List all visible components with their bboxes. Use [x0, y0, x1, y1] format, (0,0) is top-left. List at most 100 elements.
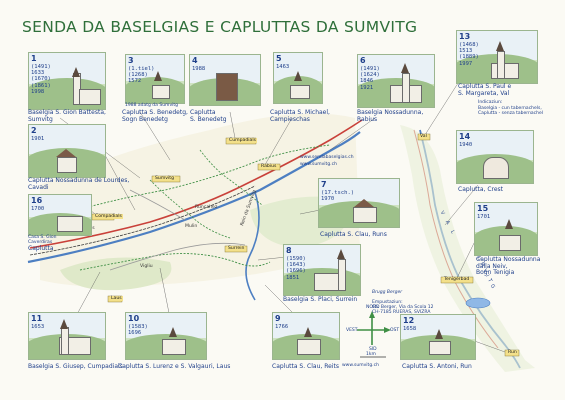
- site-card-12[interactable]: 12 1658: [400, 314, 476, 360]
- rail-line: [29, 185, 256, 256]
- site-caption-7: Caplutta S. Clau, Runs: [320, 231, 387, 238]
- label-compadials: Compadials: [94, 214, 123, 219]
- site-number: 3: [128, 56, 134, 65]
- compass-south: SID: [369, 347, 377, 352]
- site-number: 11: [31, 314, 43, 323]
- site-card-11[interactable]: 11 1653: [28, 312, 106, 360]
- site-number: 13: [459, 32, 471, 41]
- site-card-13[interactable]: 13 (1468) 1513 (1889) 1997: [456, 30, 538, 84]
- note-line-1: Baselgia - cun tabernachels,: [478, 106, 542, 111]
- leader-4: [229, 111, 236, 139]
- note-label: Indicaziun:: [478, 100, 503, 105]
- site-caption-8: Baselgia S. Placi, Surrein: [283, 296, 358, 303]
- site-number: 14: [459, 132, 471, 141]
- site-years: 1940: [459, 142, 473, 148]
- info-line-2: CH-7185 RUERAS, SVIZRA: [372, 310, 431, 315]
- trail-2: [79, 253, 271, 271]
- site-years: 1988: [192, 66, 206, 72]
- label-mulin: Mulin: [185, 224, 198, 229]
- site-caption-1: Baselgia S. Gion Battesta, Sumvitg: [28, 109, 106, 123]
- label-laus: Laus: [110, 296, 123, 301]
- leader-5: [261, 117, 293, 171]
- site-years: (1468) 1513 (1889) 1997: [459, 42, 479, 67]
- site-caption-6: Baselgia Nossadunna, Rabius: [357, 109, 424, 123]
- site-card-3[interactable]: 3 (1.tiel) (1268) 1572: [125, 54, 185, 104]
- terrain-green-1: [60, 257, 172, 291]
- label-val: Val: [419, 134, 428, 139]
- site-card-8[interactable]: 8 (1590) (1643) (1696) 1851: [283, 244, 361, 296]
- leader-6: [329, 117, 376, 151]
- label-surrein: Surrein: [227, 246, 246, 251]
- site-caption-4: Caplutta S. Benedetg: [190, 109, 227, 123]
- leader-11: [74, 271, 101, 319]
- site-years: 1701: [477, 214, 491, 220]
- site-number: 10: [128, 314, 140, 323]
- site-card-1[interactable]: 1 (1491) 1633 (1670) (1861) 1998: [28, 52, 106, 110]
- site-number: 1: [31, 54, 37, 63]
- compass: [357, 315, 387, 345]
- label-runcahez: Runcahez: [195, 205, 218, 210]
- label-sumvitg: Sumvitg: [154, 176, 176, 181]
- river-rein: [27, 131, 361, 264]
- site-years: (1.tiel) (1268) 1572: [128, 66, 155, 85]
- site-years: (1491) 1633 (1670) (1861) 1998: [31, 64, 51, 95]
- site-card-7[interactable]: 7 (17.tsch.) 1970: [318, 178, 400, 228]
- site-card-6[interactable]: 6 (1491) (1624) 1846 1921: [357, 54, 435, 108]
- site-caption-2: Caplutta Nossadunna de Lourdes, Cavadi: [28, 177, 130, 191]
- note-line-2: Caplutta - senza tabernachel: [478, 111, 544, 116]
- site-caption-12: Caplutta S. Antoni, Run: [402, 363, 472, 370]
- road-grey-2: [129, 189, 186, 221]
- site-caption-5: Caplutta S. Michael, Campieschas: [270, 109, 330, 123]
- site-number: 6: [360, 56, 366, 65]
- site-card-10[interactable]: 10 (1583) 1696: [125, 312, 207, 360]
- site-card-14[interactable]: 14 1940: [456, 130, 534, 184]
- label-cumpadials: Cumpadials: [228, 138, 258, 143]
- site-number: 16: [31, 196, 43, 205]
- val-terrain: [400, 125, 535, 372]
- label-vigliu: Vigliu: [140, 264, 153, 269]
- site-number: 4: [192, 56, 198, 65]
- site-years: 1901: [31, 136, 45, 142]
- trail-4: [199, 149, 263, 206]
- site-subcaption-3: 1988 adatg da Sumvitg: [125, 103, 178, 108]
- site-caption-11: Baselgia S. Giusep, Cumpadials: [28, 363, 123, 370]
- compass-east: OST: [390, 328, 400, 333]
- river-tributary: [245, 191, 260, 301]
- site-years: 1658: [403, 326, 417, 332]
- road-grey-1: [109, 242, 246, 271]
- compass-arrow-east: [384, 327, 391, 333]
- leader-14: [444, 184, 479, 226]
- site-card-16[interactable]: 16 1700: [28, 194, 92, 236]
- leader-13: [422, 79, 461, 139]
- site-years: 1766: [275, 324, 289, 330]
- site-years: 1653: [31, 324, 45, 330]
- compass-north: NORD: [366, 305, 380, 310]
- leader-2: [104, 154, 136, 211]
- site-years: (1590) (1643) (1696) 1851: [286, 256, 306, 281]
- web-link-2[interactable]: www.sumvitg.ch: [300, 162, 337, 167]
- info-label: Empustaziun:: [372, 300, 403, 305]
- artist-signature: Brugg Berger: [372, 290, 403, 295]
- site-number: 5: [276, 54, 282, 63]
- site-number: 12: [403, 316, 415, 325]
- site-card-4[interactable]: 4 1988: [189, 54, 261, 106]
- site-card-9[interactable]: 9 1766: [272, 312, 340, 360]
- site-caption-15: Caplutta Nossadunna dalla Neiv, Bogn Ten…: [476, 256, 541, 276]
- site-number: 8: [286, 246, 292, 255]
- web-link-3[interactable]: www.sumvitg.ch: [342, 363, 379, 368]
- site-card-2[interactable]: 2 1901: [28, 124, 106, 178]
- label-run: Run: [507, 350, 518, 355]
- info-line-1: Ch. Berger, Via da Scola 12: [372, 305, 434, 310]
- web-link-1[interactable]: www.sendabaselgias.ch: [300, 155, 354, 160]
- site-card-15[interactable]: 15 1701: [474, 202, 538, 256]
- site-card-5[interactable]: 5 1463: [273, 52, 323, 104]
- site-caption-14: Caplutta, Crest: [458, 186, 504, 193]
- site-caption-13: Caplutta S. Paul e S. Margareta, Val: [458, 83, 512, 97]
- site-years: 1700: [31, 206, 45, 212]
- site-years: 1463: [276, 64, 290, 70]
- leader-3: [139, 111, 171, 161]
- scale-label: 1km: [366, 352, 376, 357]
- trail-1: [59, 144, 331, 216]
- site-subcaption-16: Casa S. Gion Caverdiras: [28, 235, 57, 245]
- site-caption-10: Caplutta S. Lurenz e S. Valgauri, Laus: [118, 363, 231, 370]
